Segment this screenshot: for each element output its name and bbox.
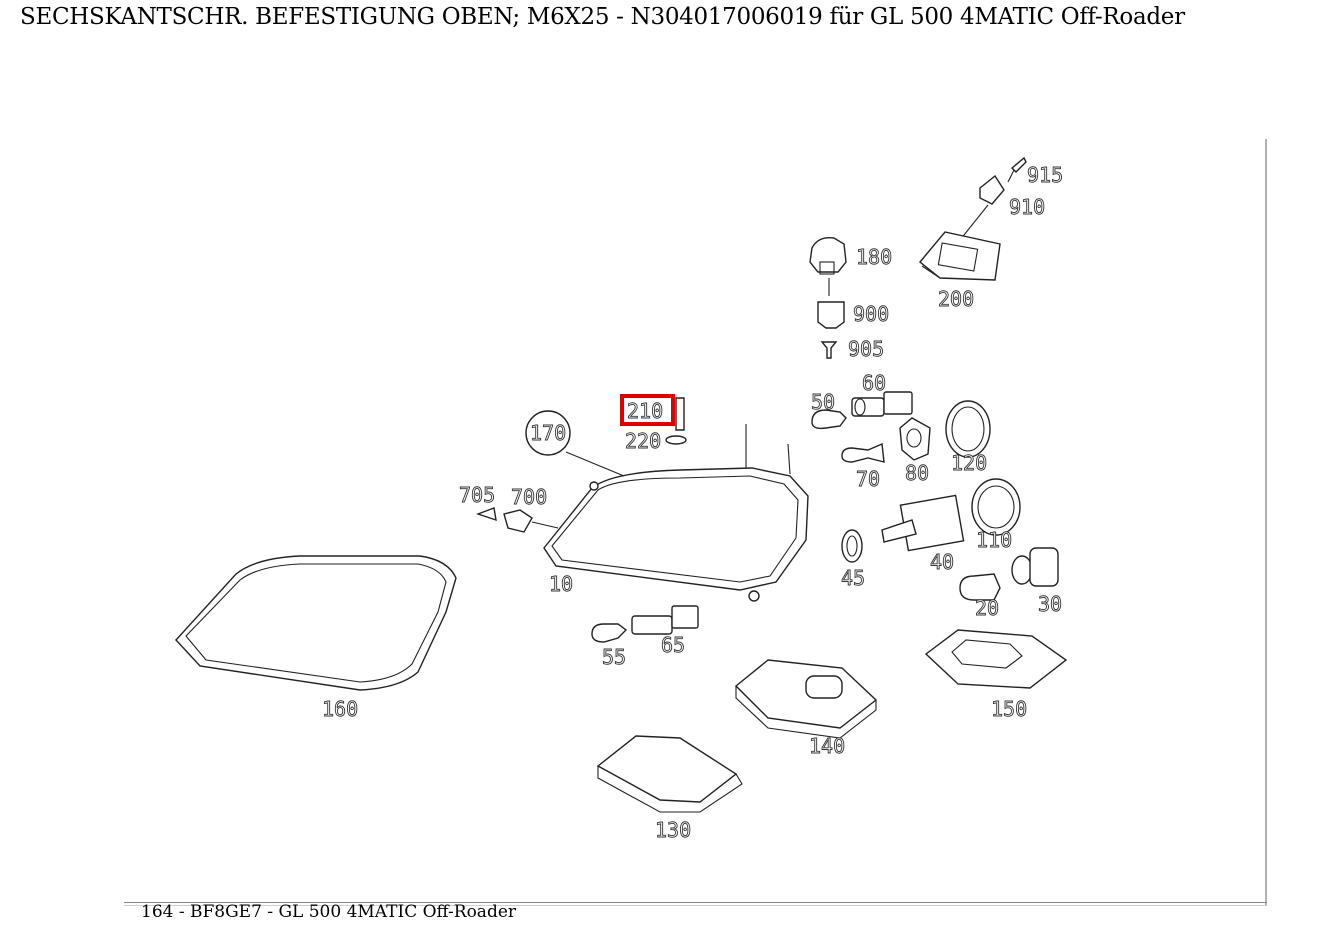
frame-bottom-border-shadow (124, 905, 1267, 906)
part-130-control-unit[interactable] (596, 735, 743, 813)
label-160: 160 (322, 697, 358, 721)
part-700-clip[interactable] (503, 509, 559, 533)
label-110: 110 (976, 528, 1012, 552)
label-50: 50 (811, 390, 835, 414)
label-65: 65 (661, 633, 685, 657)
label-900: 900 (853, 302, 889, 326)
part-110-cap[interactable] (971, 478, 1021, 536)
label-910: 910 (1009, 195, 1045, 219)
part-210-hex-screw[interactable] (675, 397, 685, 431)
part-10-headlamp[interactable] (543, 424, 809, 602)
part-80-holder[interactable] (899, 417, 931, 461)
label-120: 120 (951, 451, 987, 475)
part-170-marker (525, 410, 571, 456)
label-705: 705 (459, 483, 495, 507)
label-60: 60 (862, 371, 886, 395)
label-180: 180 (856, 245, 892, 269)
label-700: 700 (511, 485, 547, 509)
frame-bottom-border (124, 902, 1267, 903)
part-30-socket[interactable] (1011, 547, 1059, 587)
frame-right-border (1265, 139, 1267, 905)
label-210: 210 (627, 399, 663, 423)
label-150: 150 (991, 697, 1027, 721)
part-905-pin[interactable] (820, 341, 838, 359)
part-915-screw[interactable] (1007, 156, 1027, 183)
label-30: 30 (1038, 592, 1062, 616)
label-905: 905 (848, 337, 884, 361)
label-10: 10 (549, 572, 573, 596)
label-220: 220 (625, 429, 661, 453)
part-65-holder[interactable] (631, 605, 699, 635)
part-60-bulb-holder[interactable] (851, 391, 913, 417)
part-160-frame[interactable] (175, 555, 457, 691)
part-70-bulb[interactable] (841, 442, 885, 463)
highlight-box-210 (620, 394, 675, 426)
label-140: 140 (809, 734, 845, 758)
part-140-control-unit[interactable] (734, 659, 878, 739)
part-40-xenon-bulb[interactable] (881, 494, 965, 552)
label-170: 170 (530, 421, 566, 445)
part-705-screw[interactable] (475, 507, 497, 522)
part-150-module[interactable] (924, 629, 1068, 689)
part-20-bulb[interactable] (959, 573, 1001, 601)
part-120-cap[interactable] (945, 400, 991, 458)
part-50-bulb[interactable] (811, 409, 847, 430)
label-915: 915 (1027, 163, 1063, 187)
label-55: 55 (602, 645, 626, 669)
part-910-connector[interactable] (959, 174, 1005, 241)
part-200-module[interactable] (919, 231, 1001, 281)
label-200: 200 (938, 287, 974, 311)
label-40: 40 (930, 550, 954, 574)
label-20: 20 (975, 596, 999, 620)
page-title: SECHSKANTSCHR. BEFESTIGUNG OBEN; M6X25 -… (20, 4, 1185, 30)
label-45: 45 (841, 566, 865, 590)
part-45-ring[interactable] (841, 529, 863, 563)
part-55-bulb[interactable] (591, 623, 628, 643)
label-80: 80 (905, 461, 929, 485)
label-130: 130 (655, 818, 691, 842)
part-900-adapter[interactable] (817, 301, 845, 329)
part-180-socket[interactable] (809, 237, 847, 296)
label-70: 70 (856, 467, 880, 491)
part-220-washer[interactable] (665, 435, 687, 445)
footer-caption: 164 - BF8GE7 - GL 500 4MATIC Off-Roader (141, 902, 517, 922)
